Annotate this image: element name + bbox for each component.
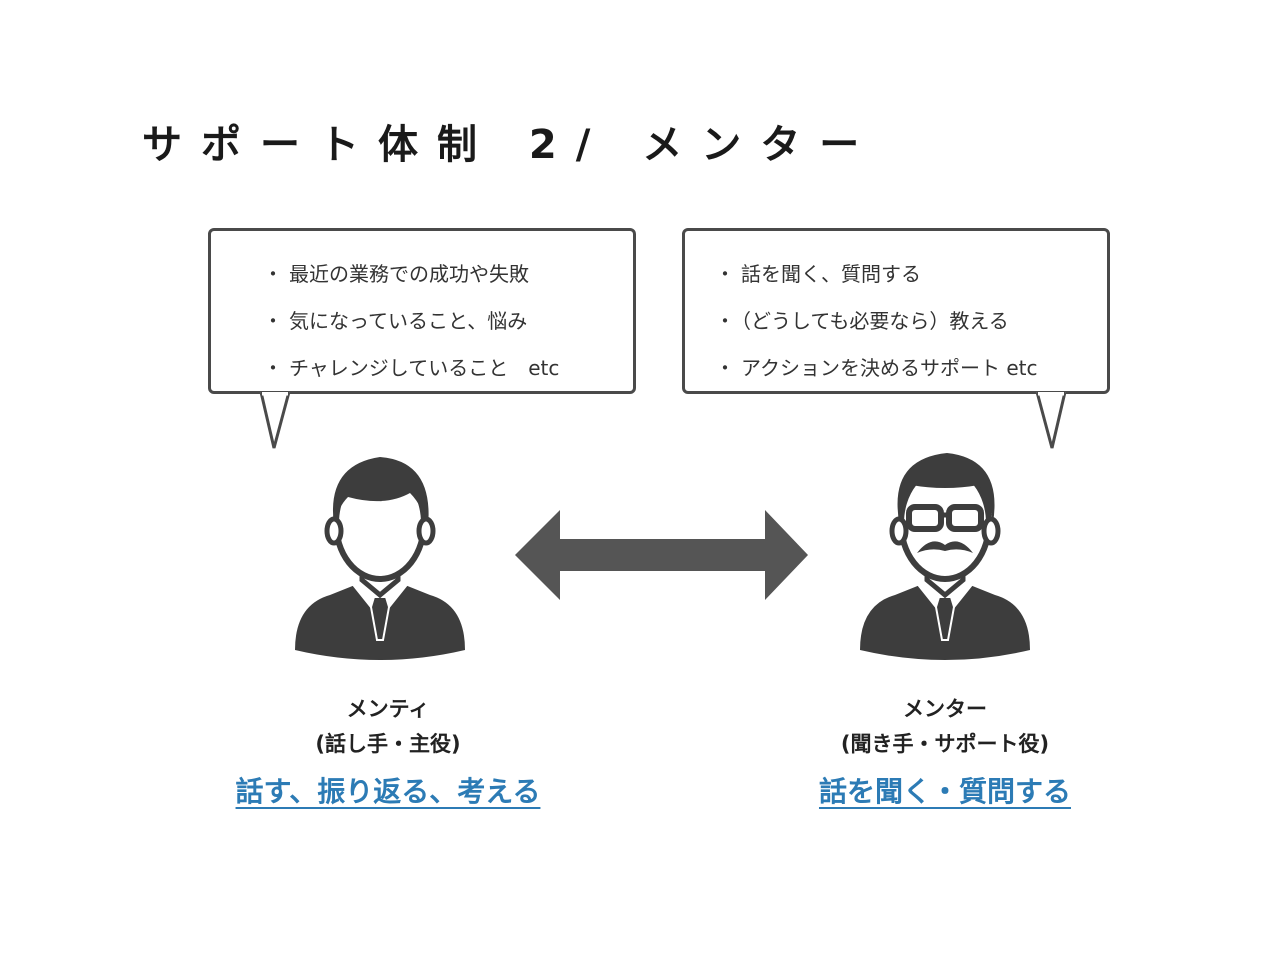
list-item: ・アクションを決めるサポート etc — [715, 345, 1107, 392]
mentee-bubble-item: 気になっていること、悩み — [289, 309, 528, 333]
mentor-bubble-item: アクションを決めるサポート etc — [741, 356, 1038, 380]
mentor-speech-bubble: ・話を聞く、質問する ・（どうしても必要なら）教える ・アクションを決めるサポー… — [682, 228, 1110, 394]
bullet: ・ — [263, 356, 283, 380]
mentor-bubble-item: 話を聞く、質問する — [741, 262, 921, 286]
mentor-label: メンター (聞き手・サポート役) — [755, 692, 1135, 762]
mentor-action-link[interactable]: 話を聞く・質問する — [818, 775, 1071, 808]
double-arrow-icon — [515, 510, 808, 600]
person-with-glasses-mustache-icon — [860, 453, 1030, 660]
bullet: ・ — [263, 309, 283, 333]
mentor-name: メンター — [903, 697, 987, 721]
mentee-bubble-item: 最近の業務での成功や失敗 — [289, 262, 529, 286]
mentee-action-link[interactable]: 話す、振り返る、考える — [235, 775, 541, 808]
mentor-bubble-item: （どうしても必要なら）教える — [741, 309, 1009, 333]
mentee-role: (話し手・主役) — [315, 732, 461, 756]
mentee-bubble-item: チャレンジしていること etc — [289, 356, 560, 380]
bullet: ・ — [263, 262, 283, 286]
list-item: ・チャレンジしていること etc — [263, 345, 633, 392]
page-title: サポート体制 2/ メンター — [142, 122, 879, 168]
mentee-name: メンティ — [346, 697, 430, 721]
bullet: ・ — [715, 262, 735, 286]
list-item: ・話を聞く、質問する — [715, 251, 1107, 298]
mentee-bubble-tail — [259, 392, 291, 449]
list-item: ・（どうしても必要なら）教える — [715, 298, 1107, 345]
bullet: ・ — [715, 309, 735, 333]
mentor-role: (聞き手・サポート役) — [840, 732, 1050, 756]
mentor-bubble-tail — [1035, 392, 1067, 449]
list-item: ・気になっていること、悩み — [263, 298, 633, 345]
mentee-speech-bubble: ・最近の業務での成功や失敗 ・気になっていること、悩み ・チャレンジしていること… — [208, 228, 636, 394]
person-icon — [295, 457, 465, 660]
list-item: ・最近の業務での成功や失敗 — [263, 251, 633, 298]
bullet: ・ — [715, 356, 735, 380]
mentee-label: メンティ (話し手・主役) — [198, 692, 578, 762]
